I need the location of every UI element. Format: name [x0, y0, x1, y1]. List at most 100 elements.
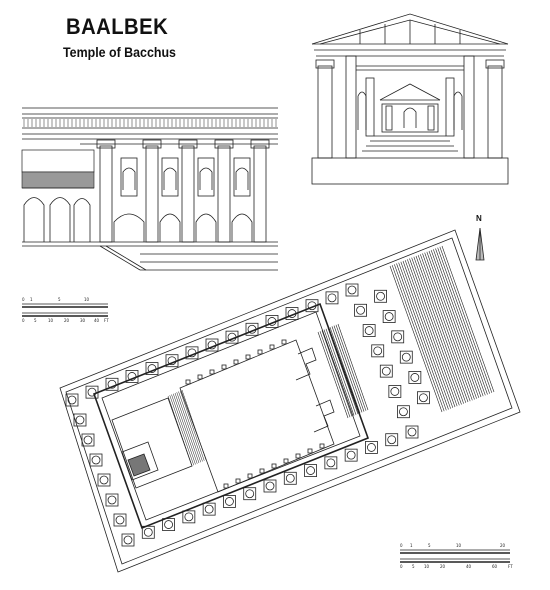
lower-arch: [231, 213, 253, 242]
column-base: [385, 433, 399, 447]
column-base: [145, 362, 159, 375]
scale-bar-left: [22, 303, 108, 317]
step-line: [323, 329, 355, 416]
step-line: [417, 255, 471, 402]
step-line: [404, 260, 458, 407]
column-capital: [96, 139, 116, 149]
column-shaft: [387, 435, 397, 445]
niche: [197, 157, 215, 197]
column-shaft: [247, 324, 257, 334]
step-line: [329, 327, 361, 414]
column-base: [417, 391, 430, 405]
column-base: [344, 448, 358, 462]
column-base: [202, 502, 216, 516]
scale-label: 20: [64, 318, 70, 323]
column-base: [325, 291, 339, 305]
scale-label: 5: [412, 564, 415, 569]
column-shaft: [384, 312, 394, 321]
column-base: [97, 473, 111, 487]
step-line: [333, 325, 365, 412]
column: [253, 145, 267, 243]
north-label: N: [476, 214, 482, 223]
half-column: [235, 478, 241, 484]
scale-label: 30: [80, 318, 86, 323]
column-base: [391, 330, 405, 344]
column: [181, 145, 195, 243]
column-shaft: [83, 435, 93, 445]
column-shaft: [99, 475, 109, 485]
column-base: [245, 322, 259, 336]
scale-unit: FT: [104, 318, 109, 323]
step-line: [424, 252, 477, 399]
column-capital: [178, 139, 198, 149]
step-line: [325, 328, 357, 415]
step-line: [389, 265, 443, 413]
column-base: [345, 283, 359, 297]
column-base: [263, 479, 277, 493]
column-shaft: [75, 415, 85, 425]
half-column: [257, 349, 263, 355]
column-base: [365, 441, 378, 454]
column-shaft: [123, 535, 133, 545]
half-column: [209, 369, 215, 375]
column-shaft: [356, 305, 365, 315]
stair-line: [178, 391, 203, 462]
step-line: [407, 259, 460, 406]
step-line: [337, 323, 369, 411]
step-line: [411, 257, 464, 404]
column-base: [354, 303, 367, 317]
column-base: [379, 364, 393, 378]
half-column: [281, 339, 287, 345]
column: [99, 145, 113, 243]
column-base: [89, 453, 103, 467]
column-shaft: [390, 387, 400, 396]
half-column: [269, 344, 275, 350]
scale-label: 60: [492, 564, 498, 569]
lower-arch: [195, 213, 217, 242]
column-shaft: [91, 455, 101, 465]
step-line: [415, 255, 469, 403]
step-line: [394, 264, 447, 411]
step-line: [398, 262, 451, 409]
step-line: [439, 246, 493, 393]
column-shaft: [410, 373, 420, 382]
niche: [161, 157, 179, 197]
plan-drawing: [59, 229, 521, 573]
scale-label: 1: [30, 297, 33, 302]
column-base: [162, 518, 175, 531]
section-drawing: [311, 13, 509, 185]
lower-arch: [159, 213, 181, 242]
column-shaft: [164, 520, 173, 529]
scale-label: 20: [500, 543, 506, 548]
column: [145, 145, 159, 243]
step-line: [409, 258, 462, 405]
column-base: [362, 324, 376, 337]
column-base: [283, 471, 297, 485]
column-shaft: [401, 352, 411, 362]
column-base: [113, 513, 127, 527]
half-column: [319, 443, 325, 449]
column-base: [382, 310, 396, 323]
column-shaft: [143, 527, 153, 537]
column-capital: [250, 139, 270, 149]
elevation-drawing: [21, 107, 278, 271]
column-shaft: [306, 466, 315, 475]
scale-label: 20: [440, 564, 446, 569]
scale-label: 10: [456, 543, 462, 548]
column-shaft: [184, 512, 194, 522]
column-shaft: [307, 301, 317, 311]
half-column: [295, 453, 301, 459]
column-shaft: [376, 291, 385, 301]
column-shaft: [225, 497, 234, 506]
column-base: [105, 493, 119, 507]
column-shaft: [115, 515, 125, 525]
half-column: [307, 448, 313, 454]
scale-label: 0: [22, 318, 25, 323]
column-base: [205, 338, 219, 352]
column-shaft: [265, 481, 275, 491]
stair-line: [167, 395, 193, 467]
column-shaft: [381, 366, 391, 376]
step-line: [435, 248, 488, 395]
column-base: [125, 370, 139, 383]
step-line: [396, 263, 449, 410]
